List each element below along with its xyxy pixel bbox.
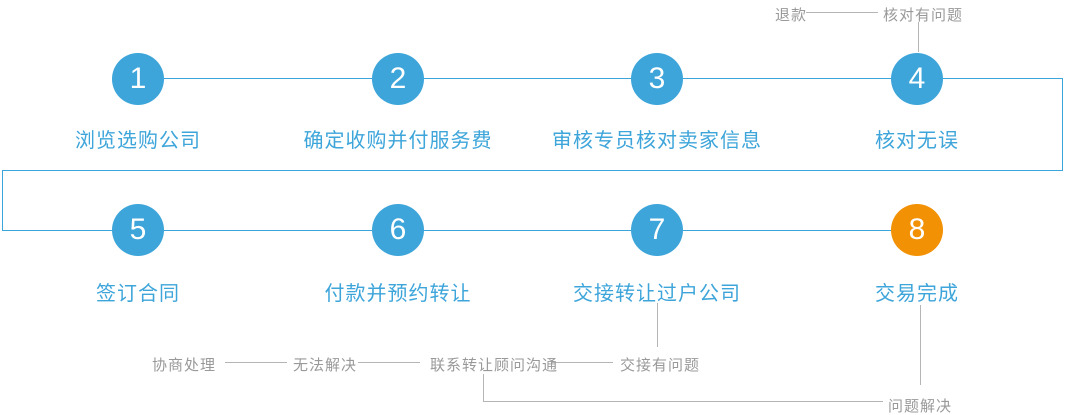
step-3-circle: 3 (631, 53, 683, 105)
step-7-label: 交接转让过户公司 (573, 283, 741, 305)
step-3-number: 3 (648, 62, 666, 95)
check-problem-label: 核对有问题 (883, 7, 964, 24)
negotiate-label: 协商处理 (152, 357, 217, 374)
step-8-label: 交易完成 (875, 283, 959, 305)
step-5-circle: 5 (112, 204, 164, 256)
step-4-circle: 4 (891, 53, 943, 105)
step-8-circle: 8 (891, 204, 943, 256)
flow-line-right-vertical (1062, 78, 1063, 171)
problem-solved-connector-line (483, 401, 883, 402)
step-4-label: 核对无误 (875, 130, 959, 152)
step-7-circle: 7 (631, 204, 683, 256)
step-2-circle: 2 (372, 53, 424, 105)
flow-line-row1 (138, 78, 1063, 79)
contact-connector-line (552, 362, 613, 363)
step7-to-handover-problem-line (657, 303, 658, 347)
step-4-number: 4 (908, 62, 926, 95)
step-2-number: 2 (389, 62, 407, 95)
step-6-label: 付款并预约转让 (324, 283, 472, 305)
contact-consultant-label: 联系转让顾问沟通 (430, 357, 559, 374)
refund-label: 退款 (775, 7, 808, 24)
problem-solved-label: 问题解决 (888, 398, 953, 415)
unsolvable-connector-line (358, 362, 420, 363)
flow-line-left-vertical (2, 170, 3, 231)
step-1-label: 浏览选购公司 (75, 130, 201, 152)
check-problem-to-step4-line (918, 22, 919, 52)
step-7-number: 7 (648, 213, 666, 246)
step-5-number: 5 (129, 213, 147, 246)
step-1-circle: 1 (112, 53, 164, 105)
step-6-number: 6 (389, 213, 407, 246)
unsolvable-label: 无法解决 (293, 357, 358, 374)
refund-connector-line (806, 12, 878, 13)
step-5-label: 签订合同 (96, 283, 180, 305)
flow-line-row2 (2, 230, 918, 231)
step-3-label: 审核专员核对卖家信息 (552, 130, 762, 152)
negotiate-connector-line (225, 362, 287, 363)
problem-solved-to-step8-line (920, 305, 921, 385)
flow-line-middle (2, 170, 1063, 171)
step-6-circle: 6 (372, 204, 424, 256)
step-1-number: 1 (129, 62, 147, 95)
step-2-label: 确定收购并付服务费 (303, 130, 493, 152)
contact-drop-line (483, 374, 484, 401)
step-8-number: 8 (908, 213, 926, 246)
handover-problem-label: 交接有问题 (620, 357, 701, 374)
